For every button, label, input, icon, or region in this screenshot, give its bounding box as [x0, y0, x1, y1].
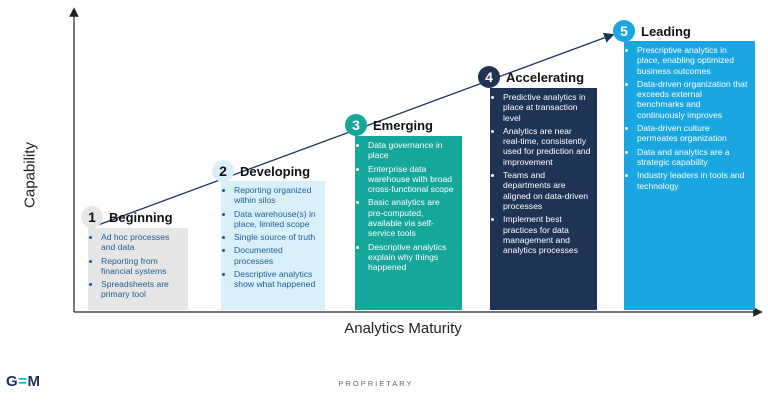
- stage-bullet-item: Reporting from financial systems: [101, 256, 182, 277]
- stage-number-badge: 4: [478, 66, 500, 88]
- stage-number-badge: 1: [81, 206, 103, 228]
- stage-description-box: Prescriptive analytics in place, enablin…: [624, 41, 755, 310]
- stage-number-badge: 5: [613, 20, 635, 42]
- stage-name: Accelerating: [506, 69, 585, 85]
- stage-label: 4 Accelerating: [478, 66, 584, 88]
- footer-proprietary-label: PROPRIETARY: [338, 379, 414, 388]
- stage-bullet-list: Predictive analytics in place at transac…: [494, 92, 591, 255]
- stage-label: 3 Emerging: [345, 114, 433, 136]
- stage-bullet-item: Predictive analytics in place at transac…: [503, 92, 591, 123]
- stage-bullet-item: Reporting organized within silos: [234, 185, 319, 206]
- stage-bullet-item: Descriptive analytics explain why things…: [368, 242, 456, 273]
- stage-number-badge: 3: [345, 114, 367, 136]
- stage-description-box: Predictive analytics in place at transac…: [490, 88, 597, 310]
- stage-bullet-item: Data and analytics are a strategic capab…: [637, 147, 749, 168]
- stage-name: Emerging: [373, 117, 433, 133]
- stage-bullet-item: Data-driven culture permeates organizati…: [637, 123, 749, 144]
- stage-bullet-item: Basic analytics are pre-computed, availa…: [368, 197, 456, 238]
- stage-bullet-item: Teams and departments are aligned on dat…: [503, 170, 591, 211]
- stage-description-box: Ad hoc processes and dataReporting from …: [88, 228, 188, 310]
- stage-name: Developing: [240, 163, 311, 179]
- stage-bullet-item: Ad hoc processes and data: [101, 232, 182, 253]
- stage-bullet-item: Documented processes: [234, 245, 319, 266]
- stage-bullet-item: Prescriptive analytics in place, enablin…: [637, 45, 749, 76]
- stage-label: 1 Beginning: [81, 206, 173, 228]
- stage-bullet-list: Prescriptive analytics in place, enablin…: [628, 45, 749, 191]
- stage-bullet-item: Data governance in place: [368, 140, 456, 161]
- logo-letter: G: [6, 373, 19, 390]
- stage-bullet-item: Enterprise data warehouse with broad cro…: [368, 164, 456, 195]
- stage-label: 5 Leading: [613, 20, 691, 42]
- stage-bullet-list: Ad hoc processes and dataReporting from …: [92, 232, 182, 300]
- stage-number-badge: 2: [212, 160, 234, 182]
- y-axis-title: Capability: [21, 142, 39, 208]
- logo-letter: M: [27, 373, 41, 390]
- stage-bullet-item: Analytics are near real-time, consistent…: [503, 126, 591, 167]
- stage-bullet-list: Data governance in placeEnterprise data …: [359, 140, 456, 273]
- company-logo: G=M: [6, 373, 40, 390]
- stage-name: Leading: [641, 23, 691, 39]
- stage-bullet-item: Industry leaders in tools and technology: [637, 170, 749, 191]
- logo-mark: =: [18, 373, 28, 390]
- stage-bullet-item: Implement best practices for data manage…: [503, 214, 591, 255]
- stage-bullet-item: Data warehouse(s) in place, limited scop…: [234, 209, 319, 230]
- stage-bullet-item: Data-driven organization that exceeds ex…: [637, 79, 749, 120]
- stage-bullet-list: Reporting organized within silosData war…: [225, 185, 319, 290]
- stage-description-box: Data governance in placeEnterprise data …: [355, 136, 462, 310]
- stage-bullet-item: Descriptive analytics show what happened: [234, 269, 319, 290]
- stage-description-box: Reporting organized within silosData war…: [221, 181, 325, 310]
- stage-name: Beginning: [109, 209, 173, 225]
- x-axis-title: Analytics Maturity: [344, 320, 462, 337]
- stage-label: 2 Developing: [212, 160, 310, 182]
- stage-bullet-item: Single source of truth: [234, 232, 319, 242]
- stage-bullet-item: Spreadsheets are primary tool: [101, 279, 182, 300]
